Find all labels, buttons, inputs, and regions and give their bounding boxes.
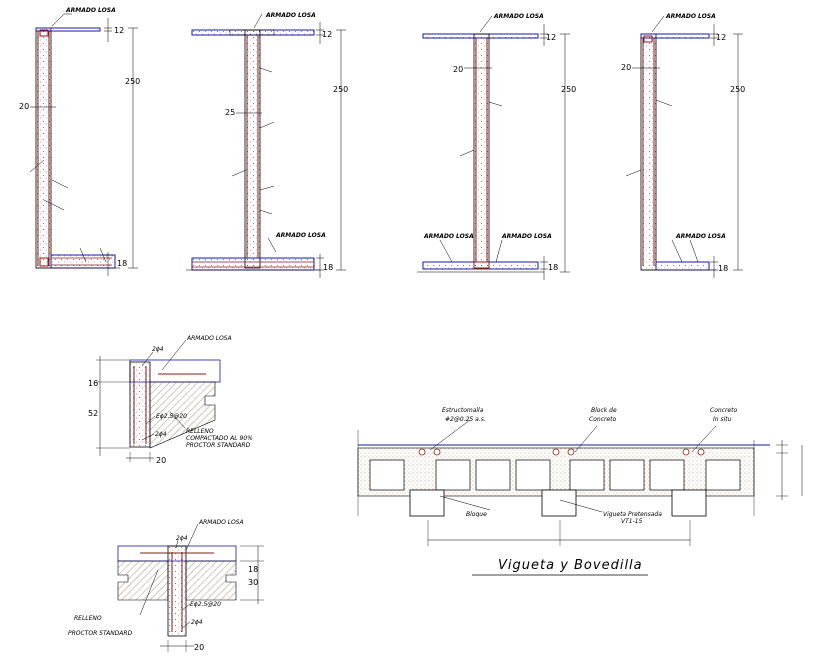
d1-dim-thickness-top: 12 — [114, 26, 124, 35]
vb-vigueta-line1: Vigueta Pretensada — [603, 511, 662, 518]
vb-estructomalla-line1: Estructomalla — [442, 407, 484, 414]
wall-detail-4: ARMADO LOSA ARMADO LOSA 12 18 250 20 — [621, 13, 745, 278]
detail-relleno-proctor: ARMADO LOSA 2ϕ4 Eϕ2.5@20 2ϕ4 RELLENO PRO… — [68, 519, 264, 652]
vigueta-bovedilla-section: Estructomalla #2@0.25 a.s. Block de Conc… — [357, 407, 803, 576]
concrete-nodes — [418, 448, 705, 456]
d3-dim-height: 250 — [561, 85, 576, 94]
vb-title: Vigueta y Bovedilla — [498, 558, 643, 573]
vb-block-line2: Concreto — [589, 416, 616, 423]
wall-detail-2: ARMADO LOSA ARMADO LOSA 12 18 250 25 — [186, 12, 348, 278]
d2-armado-losa-top: ARMADO LOSA — [265, 12, 316, 19]
bovedilla-blocks — [369, 459, 741, 491]
drp-dim-width: 20 — [194, 643, 204, 652]
drp-dim-slab: 18 — [248, 565, 258, 574]
wall-detail-1: ARMADO LOSA 12 18 250 20 — [19, 7, 140, 276]
drc-dim-top: 16 — [88, 379, 98, 388]
d4-dim-thickness-top: 12 — [716, 33, 726, 42]
drc-relleno-line1: RELLENO — [186, 428, 214, 435]
drp-relleno-line2: PROCTOR STANDARD — [68, 630, 133, 637]
d3-dim-thickness-bottom: 18 — [548, 263, 558, 272]
drc-stirrups: Eϕ2.5@20 — [156, 413, 187, 420]
drc-relleno-line2: COMPACTADO AL 90% — [186, 435, 253, 442]
vb-estructomalla-line2: #2@0.25 a.s. — [445, 416, 486, 423]
detail-relleno-compactado: ARMADO LOSA 2ϕ4 Eϕ2.5@20 2ϕ4 RELLENO COM… — [88, 335, 253, 465]
d1-dim-width: 20 — [19, 102, 29, 111]
drc-armado-losa: ARMADO LOSA — [186, 335, 232, 342]
d4-dim-thickness-bottom: 18 — [718, 264, 728, 273]
vb-block-line1: Block de — [591, 407, 617, 414]
drc-dim-height: 52 — [88, 409, 98, 418]
d3-armado-losa-right: ARMADO LOSA — [501, 233, 552, 240]
vb-vigueta-line2: VT1-15 — [621, 518, 643, 525]
d1-dim-height: 250 — [125, 77, 140, 86]
d4-armado-losa-top: ARMADO LOSA — [665, 13, 716, 20]
drc-bars-bottom: 2ϕ4 — [155, 431, 167, 438]
d3-dim-width: 20 — [453, 65, 463, 74]
vb-concreto-line1: Concreto — [710, 407, 737, 414]
d2-dim-thickness-bottom: 18 — [323, 263, 333, 272]
drp-bars-top: 2ϕ4 — [176, 535, 188, 542]
d1-dim-thickness-bottom: 18 — [117, 259, 127, 268]
d4-dim-width: 20 — [621, 63, 631, 72]
drc-relleno-line3: PROCTOR STANDARD — [186, 442, 251, 449]
drp-bars-bottom: 2ϕ4 — [191, 619, 203, 626]
d2-dim-height: 250 — [333, 85, 348, 94]
drp-relleno-line1: RELLENO — [74, 615, 102, 622]
d2-armado-losa-bottom: ARMADO LOSA — [275, 232, 326, 239]
d1-armado-losa: ARMADO LOSA — [65, 7, 116, 14]
d2-dim-width: 25 — [225, 108, 235, 117]
d3-dim-thickness-top: 12 — [546, 33, 556, 42]
drp-dim-height: 30 — [248, 578, 258, 587]
d2-dim-thickness-top: 12 — [322, 30, 332, 39]
drp-stirrups: Eϕ2.5@20 — [190, 601, 221, 608]
vb-concreto-line2: In situ — [713, 416, 732, 423]
drc-bars-top: 2ϕ4 — [152, 346, 164, 353]
wall-detail-3: ARMADO LOSA ARMADO LOSA ARMADO LOSA 12 1… — [417, 13, 576, 280]
d4-armado-losa-bottom: ARMADO LOSA — [675, 233, 726, 240]
d4-dim-height: 250 — [730, 85, 745, 94]
d3-armado-losa-left: ARMADO LOSA — [423, 233, 474, 240]
drp-armado-losa: ARMADO LOSA — [198, 519, 244, 526]
vb-bloque: Bloque — [466, 511, 487, 518]
d3-armado-losa-top: ARMADO LOSA — [493, 13, 544, 20]
drc-dim-width: 20 — [156, 456, 166, 465]
